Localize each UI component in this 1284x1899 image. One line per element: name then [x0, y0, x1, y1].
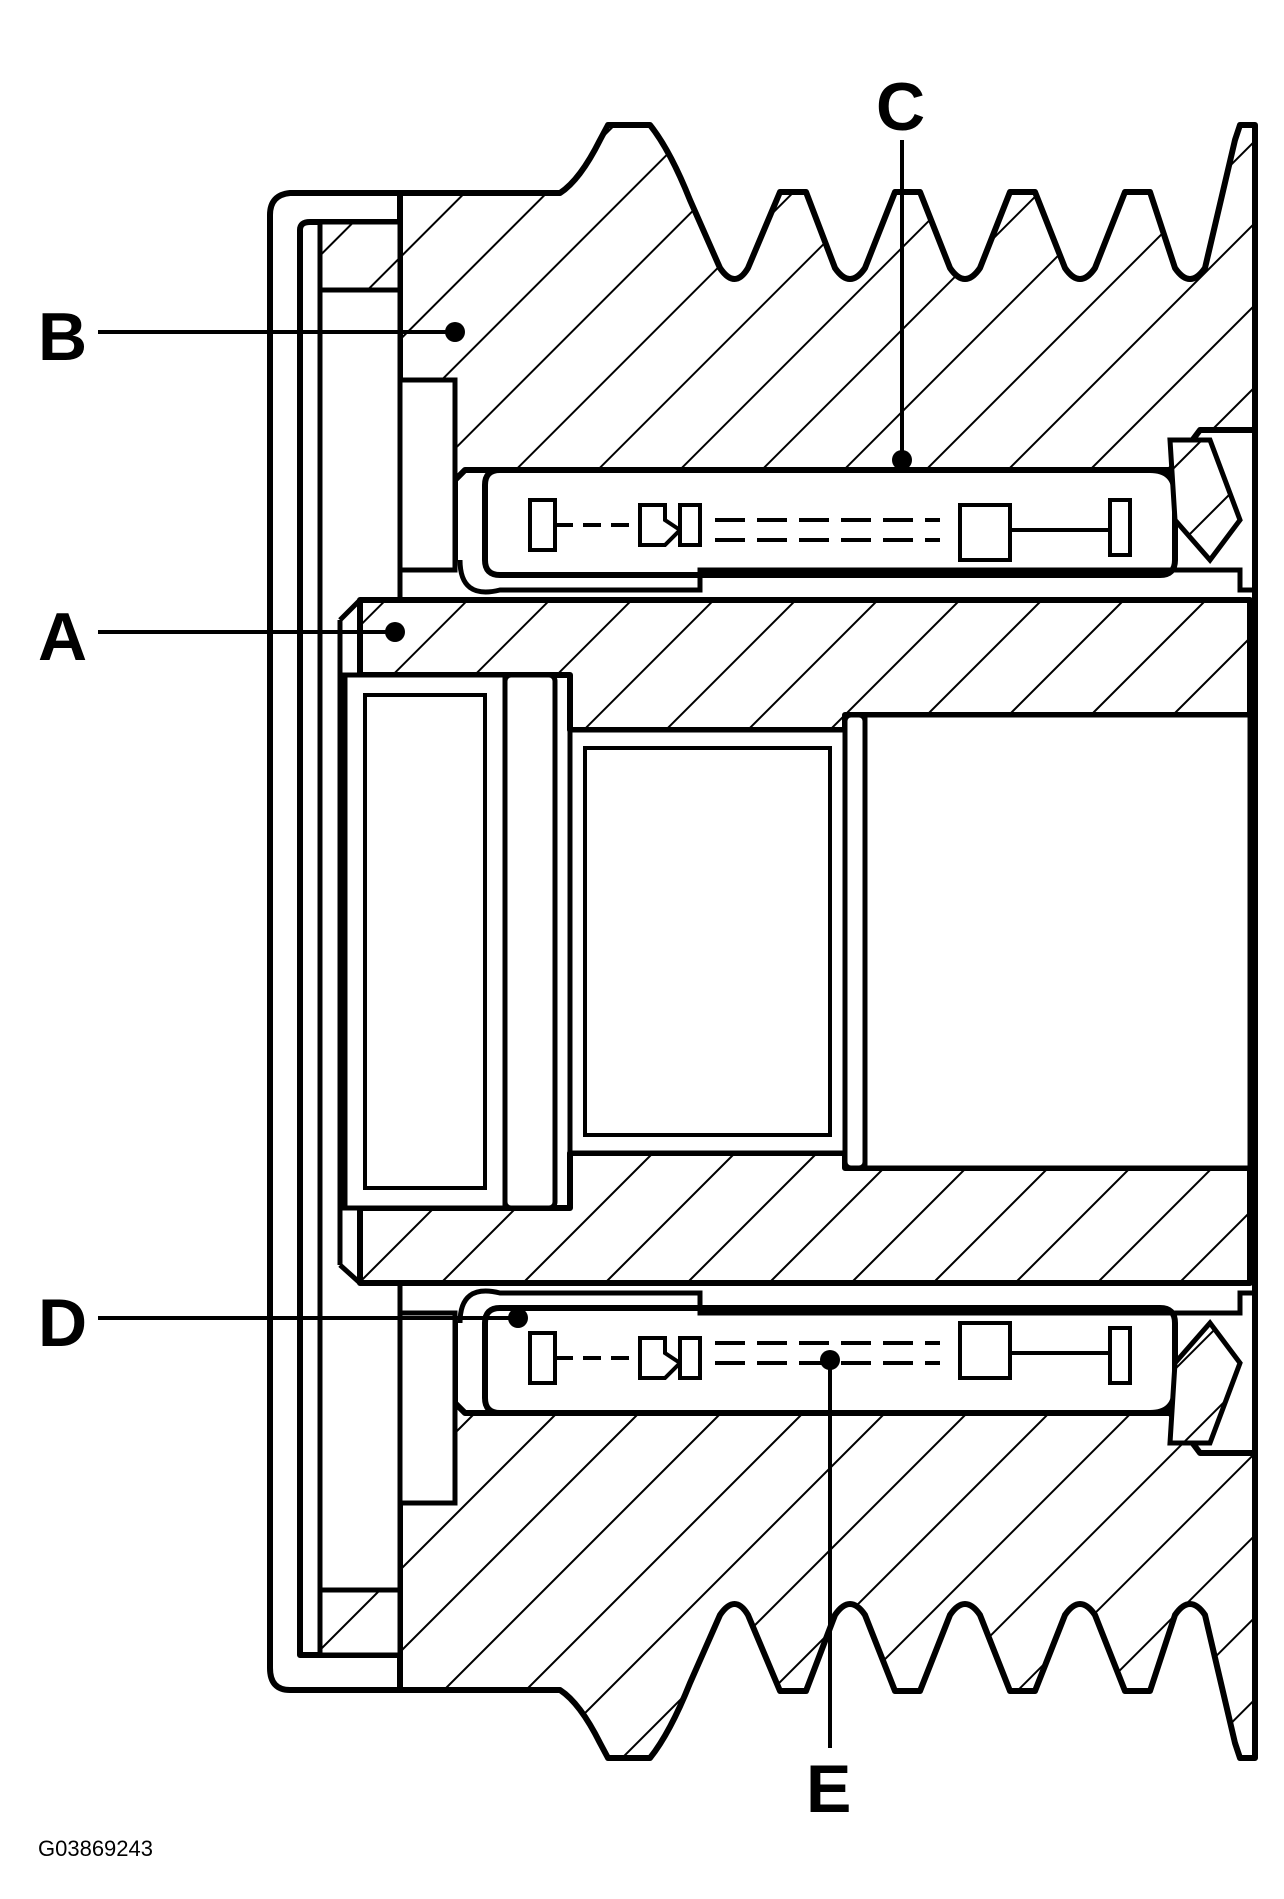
callout-a-dot: [385, 622, 405, 642]
callout-a: [98, 622, 405, 642]
hub-bore: [342, 672, 1253, 1211]
callout-e-label: E: [806, 1751, 851, 1827]
callout-d: [98, 1308, 528, 1328]
callout-c: [892, 140, 912, 470]
callout-c-dot: [892, 450, 912, 470]
callout-b-dot: [445, 322, 465, 342]
callout-c-label: C: [876, 69, 925, 145]
callout-e: [820, 1350, 840, 1748]
callout-b: [98, 322, 465, 342]
callout-e-dot: [820, 1350, 840, 1370]
callout-b-label: B: [38, 299, 87, 375]
figure-id: G03869243: [38, 1836, 153, 1861]
callout-a-label: A: [38, 599, 87, 675]
pulley-body: [397, 122, 1258, 1761]
upper-clutch-assembly: [457, 437, 1255, 595]
callout-d-label: D: [38, 1285, 87, 1361]
callout-d-dot: [508, 1308, 528, 1328]
